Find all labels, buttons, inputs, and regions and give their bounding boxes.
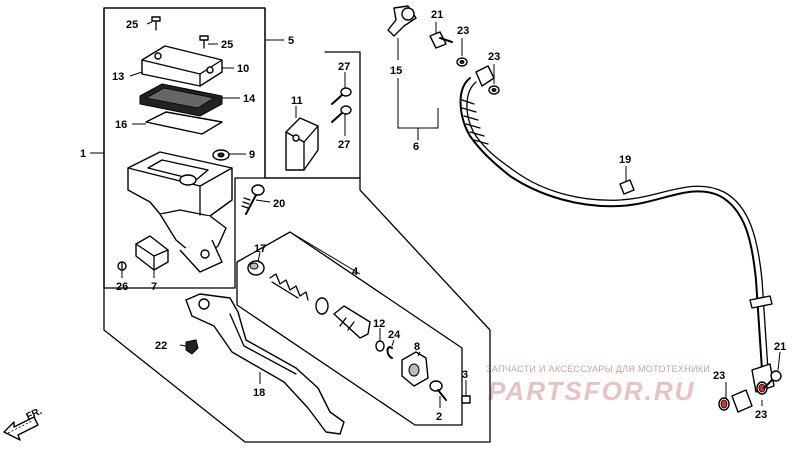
diaphragm	[139, 83, 223, 117]
bolt-27-bottom	[331, 105, 352, 123]
piston-cup	[315, 297, 329, 315]
callout-24: 24	[388, 329, 401, 341]
nut-3	[461, 395, 471, 404]
watermark: ЗАПЧАСТИ И АКСЕССУАРЫ ДЛЯ МОТОТЕХНИКИ PA…	[486, 364, 710, 406]
callout-23-c: 23	[713, 370, 725, 382]
callout-23-a: 23	[457, 25, 469, 37]
callout-27-bottom: 27	[338, 139, 350, 151]
callout-13: 13	[112, 71, 124, 83]
washer-23-a	[456, 57, 468, 67]
callout-25-top: 25	[126, 19, 138, 31]
clutch-hose	[459, 77, 769, 371]
banjo-fitting-15	[387, 5, 417, 37]
callout-9: 9	[249, 149, 255, 161]
callout-23-d: 23	[755, 409, 767, 421]
hose-union	[731, 389, 753, 413]
callout-10: 10	[237, 63, 249, 75]
pivot-bolt-22	[185, 339, 199, 355]
callout-1: 1	[80, 148, 86, 160]
bracket-group-outline	[264, 51, 361, 179]
callout-7: 7	[151, 281, 157, 293]
washer-23-d	[756, 381, 768, 395]
callout-23-b: 23	[488, 51, 500, 63]
piston-cap-17	[247, 260, 265, 276]
holder-bracket	[285, 117, 319, 171]
watermark-logo: PARTSFOR.RU	[488, 376, 695, 406]
callout-6: 6	[413, 141, 419, 153]
diaphragm-plate	[145, 111, 223, 135]
watermark-tagline: ЗАПЧАСТИ И АКСЕССУАРЫ ДЛЯ МОТОТЕХНИКИ	[486, 364, 710, 374]
bolt-20	[241, 184, 265, 215]
front-direction-label: FR.	[25, 406, 44, 423]
callout-numbers: 1 5 25 25 13 10 14 16 9 7 26 11 27 27 20…	[80, 9, 786, 423]
callout-27-top: 27	[338, 61, 350, 73]
callout-4: 4	[352, 266, 359, 278]
callout-19: 19	[619, 154, 631, 166]
piston-spring	[269, 273, 309, 301]
callout-14: 14	[243, 93, 256, 105]
callout-26: 26	[116, 281, 128, 293]
washer-23-b	[488, 85, 500, 95]
clutch-switch	[135, 235, 169, 271]
reservoir-cap	[141, 45, 223, 87]
callout-21-bottom: 21	[774, 341, 786, 353]
hose-clamp-19	[619, 179, 635, 195]
callout-8: 8	[414, 341, 420, 353]
callout-20: 20	[273, 198, 285, 210]
washer-12	[375, 340, 385, 352]
screw-25-top	[151, 16, 161, 31]
reservoir-group-outline	[103, 7, 266, 289]
screw-25-right	[199, 35, 209, 49]
callout-15: 15	[390, 65, 402, 77]
hose-fitting-bottom	[749, 295, 775, 393]
washer-23-c	[718, 397, 730, 411]
callout-2: 2	[436, 411, 442, 423]
bolt-21-top	[429, 31, 453, 49]
callout-25-right: 25	[221, 39, 233, 51]
callout-21-top: 21	[431, 9, 443, 21]
washer-9	[212, 149, 230, 161]
front-direction-arrow: FR.	[3, 406, 44, 441]
hose-fitting-top	[475, 65, 495, 87]
leader-lines	[90, 21, 781, 408]
callout-17: 17	[254, 243, 266, 255]
master-cylinder-body	[127, 151, 233, 273]
callout-5: 5	[288, 35, 294, 47]
clutch-lever	[185, 293, 345, 435]
bolt-21-bottom	[763, 370, 782, 389]
piston	[333, 305, 371, 339]
callout-22: 22	[155, 340, 167, 352]
callout-11: 11	[291, 95, 303, 107]
circlip-24	[386, 346, 393, 359]
callout-12: 12	[373, 318, 385, 330]
callout-18: 18	[253, 387, 265, 399]
callout-3: 3	[462, 369, 468, 381]
push-rod-2	[429, 380, 447, 401]
boot-8	[401, 351, 429, 387]
screw-26	[117, 261, 127, 271]
bolt-27-top	[331, 87, 352, 105]
callout-16: 16	[115, 119, 127, 131]
